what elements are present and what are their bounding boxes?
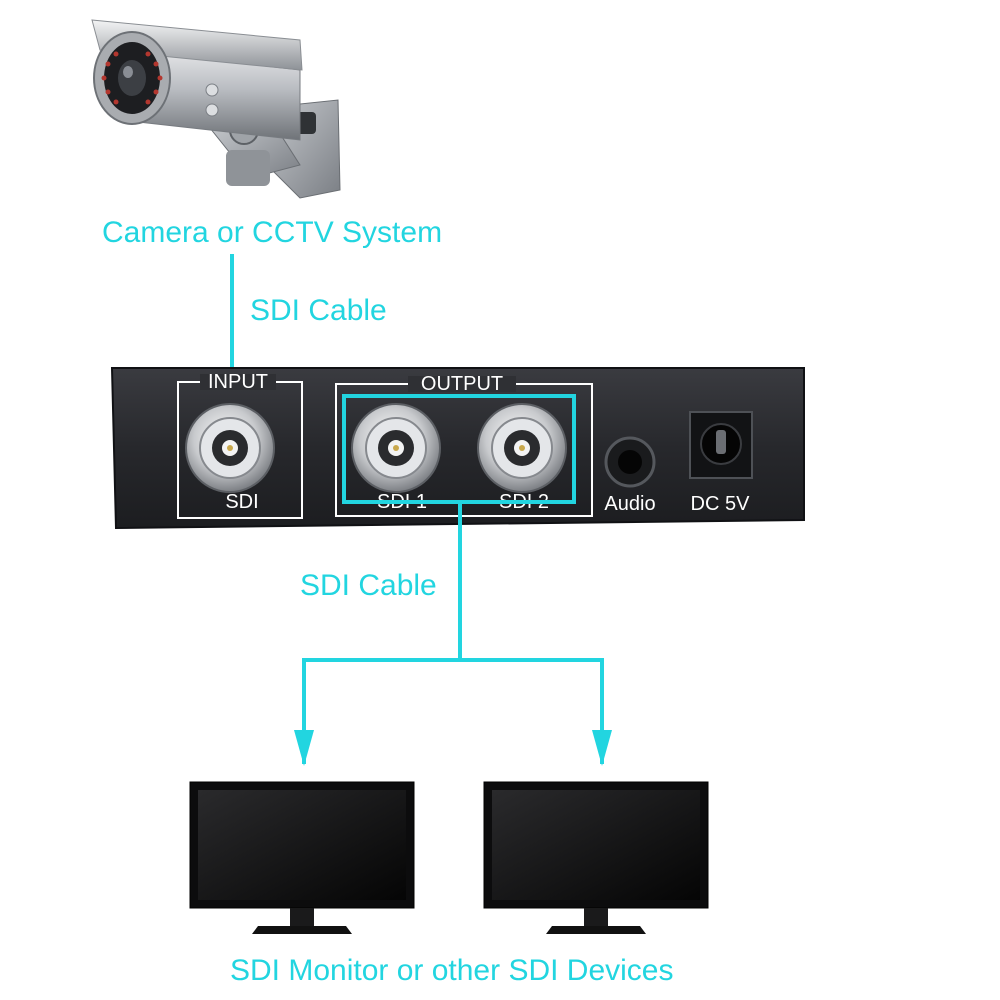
input-group-label: INPUT [208, 371, 268, 393]
input-port-label: SDI [225, 491, 258, 513]
monitor-icon [483, 781, 709, 934]
input-cable-label: SDI Cable [250, 294, 387, 327]
bnc-connector-icon [185, 403, 275, 493]
bnc-connector-icon [351, 403, 441, 493]
audio-port-label: Audio [604, 493, 655, 515]
destination-label: SDI Monitor or other SDI Devices [230, 954, 674, 987]
cctv-camera-icon [91, 19, 341, 199]
audio-jack-icon [604, 436, 656, 488]
output-cable-label: SDI Cable [300, 569, 437, 602]
output-group-label: OUTPUT [421, 373, 503, 395]
bnc-connector-icon [477, 403, 567, 493]
source-label: Camera or CCTV System [102, 216, 443, 249]
output-highlight-box [342, 394, 576, 504]
splitter-device: INPUT SDI OUTPUT SDI 1 SDI 2 Audio DC 5V [110, 367, 805, 530]
arrow-to-monitor-2 [592, 730, 612, 766]
dc-jack-icon [689, 411, 753, 479]
power-port-label: DC 5V [691, 493, 751, 515]
output-arrows [302, 504, 604, 764]
arrow-to-monitor-1 [294, 730, 314, 766]
monitor-icon [189, 781, 415, 934]
